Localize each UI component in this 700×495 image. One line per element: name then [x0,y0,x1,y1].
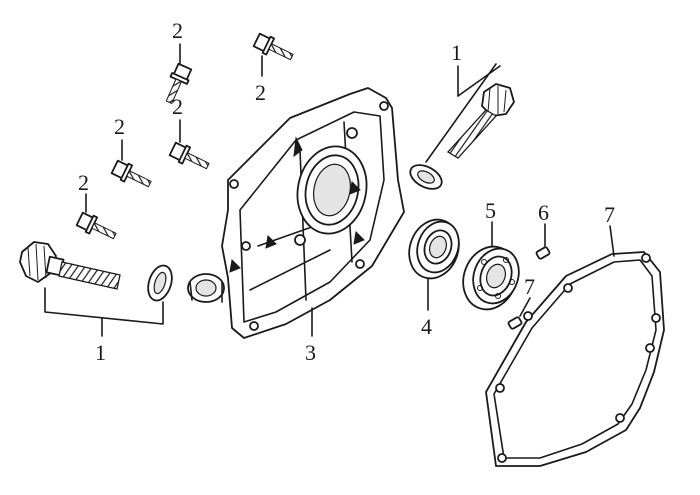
ball-bearing [462,245,520,311]
leader-lines [44,43,615,337]
callout-7-pin: 7 [524,274,535,299]
bolt-top-right [252,32,294,61]
oil-filler-seal-right [409,164,443,190]
callout-2-b: 2 [255,80,266,105]
bolt-lower-left [75,211,117,240]
callout-1-right: 1 [451,40,462,65]
callout-2-d: 2 [114,114,125,139]
crankcase-cover [187,87,405,339]
callout-5: 5 [485,198,496,223]
crankcase-gasket [485,251,665,467]
crankshaft-oil-seal [408,218,460,280]
callout-1-left: 1 [95,340,106,365]
oil-filler-cap-right [446,83,515,159]
callout-7-gasket: 7 [604,202,615,227]
callout-3: 3 [305,340,316,365]
oil-filler-cap-left [19,241,121,290]
dowel-pin-upper [535,246,551,260]
bolt-mid-left [110,159,152,188]
dowel-pin-lower [507,316,523,330]
bolt-top-left [165,62,193,105]
callout-2-a: 2 [172,18,183,43]
callout-6: 6 [538,200,549,225]
callout-2-e: 2 [78,170,89,195]
callout-4: 4 [421,314,432,339]
callout-2-c: 2 [172,94,183,119]
oil-filler-seal-left [147,264,173,302]
bolt-mid-right [168,141,210,170]
